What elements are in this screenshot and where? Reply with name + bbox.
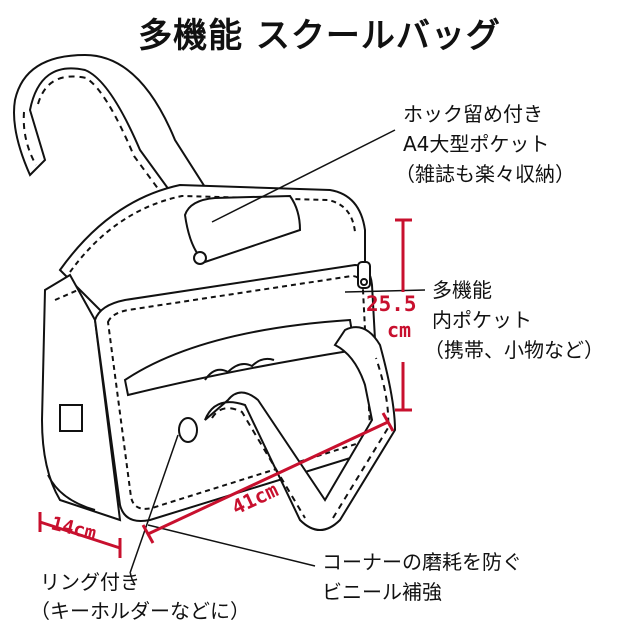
callout-inner-pocket-line2: 内ポケット (432, 308, 532, 332)
width-dimension (141, 412, 395, 544)
depth-dimension-label: 14cm (49, 513, 99, 545)
height-dimension-unit: cm (387, 318, 412, 342)
callout-ring-line1: リング付き (40, 570, 140, 594)
callout-a4-pocket-line3: （雑誌も楽々収納） (395, 162, 575, 186)
callout-corner-line1: コーナーの磨耗を防ぐ (322, 550, 522, 574)
key-ring-icon (178, 417, 198, 443)
height-dimension-value: 25.5 (366, 292, 417, 316)
diagram-title: 多機能 スクールバッグ (138, 16, 501, 56)
callout-ring-line2: （キーホルダーなどに） (30, 599, 250, 623)
callout-inner-pocket-line3: （携帯、小物など） (424, 338, 604, 362)
bag-side (40, 273, 122, 522)
callout-a4-pocket-line1: ホック留め付き (403, 102, 543, 126)
callout-lines (129, 129, 426, 574)
callout-inner-pocket-line1: 多機能 (432, 278, 492, 302)
back-handle (13, 53, 212, 207)
height-dimension (395, 218, 412, 412)
callout-corner-line2: ビニール補強 (322, 580, 442, 604)
zipper-pull-icon (357, 261, 371, 289)
front-handle (204, 326, 397, 531)
depth-dimension (38, 512, 122, 558)
callout-a4-pocket-line2: A4大型ポケット (403, 132, 550, 156)
